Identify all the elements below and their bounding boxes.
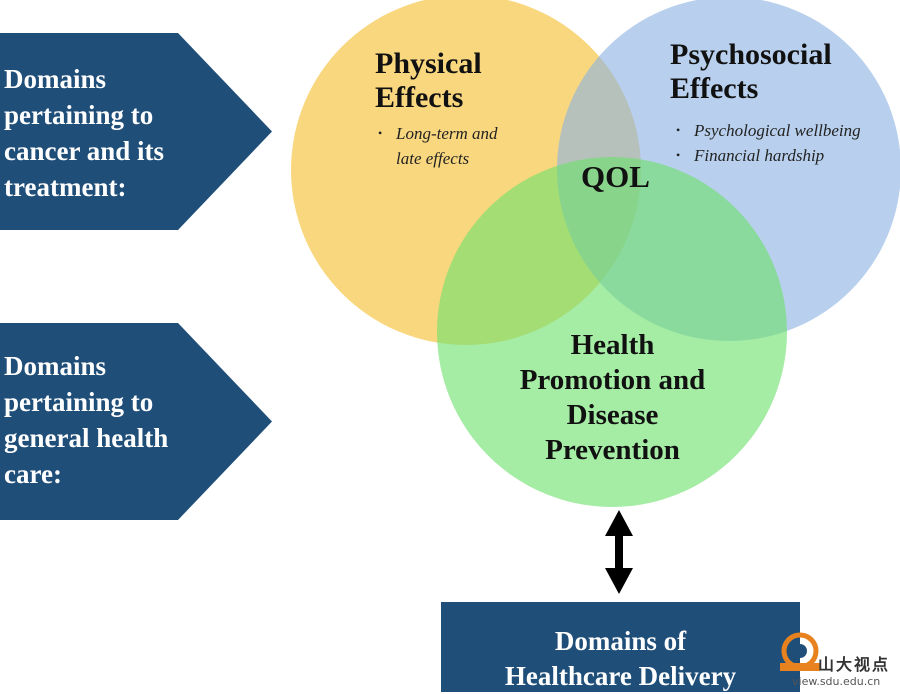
- cancer-domains-label: Domains pertaining to cancer and its tre…: [4, 64, 164, 202]
- physical-effects-title: Physical Effects: [375, 47, 482, 114]
- physical-effects-list: Long-term and late effects: [376, 121, 498, 171]
- health-promotion-title: Health Promotion and Disease Prevention: [519, 329, 706, 466]
- qol-label: QOL: [581, 159, 650, 194]
- health-promotion-circle: [437, 157, 787, 507]
- watermark-text: 山大视点: [818, 655, 891, 674]
- watermark-logo: [780, 632, 820, 671]
- general-health-domains-label: Domains pertaining to general health car…: [4, 351, 169, 489]
- psychosocial-bullet-financial: Financial hardship: [674, 143, 861, 168]
- healthcare-delivery-box: Domains of Healthcare Delivery: [441, 602, 800, 692]
- physical-effects-bullet: Long-term and late effects: [376, 121, 498, 171]
- double-headed-arrow: [605, 510, 633, 594]
- psychosocial-bullet-wellbeing: Psychological wellbeing: [674, 118, 861, 143]
- psychosocial-effects-list: Psychological wellbeing Financial hardsh…: [674, 118, 861, 168]
- watermark-url: view.sdu.edu.cn: [792, 675, 881, 688]
- psychosocial-effects-title: Psychosocial Effects: [670, 38, 832, 105]
